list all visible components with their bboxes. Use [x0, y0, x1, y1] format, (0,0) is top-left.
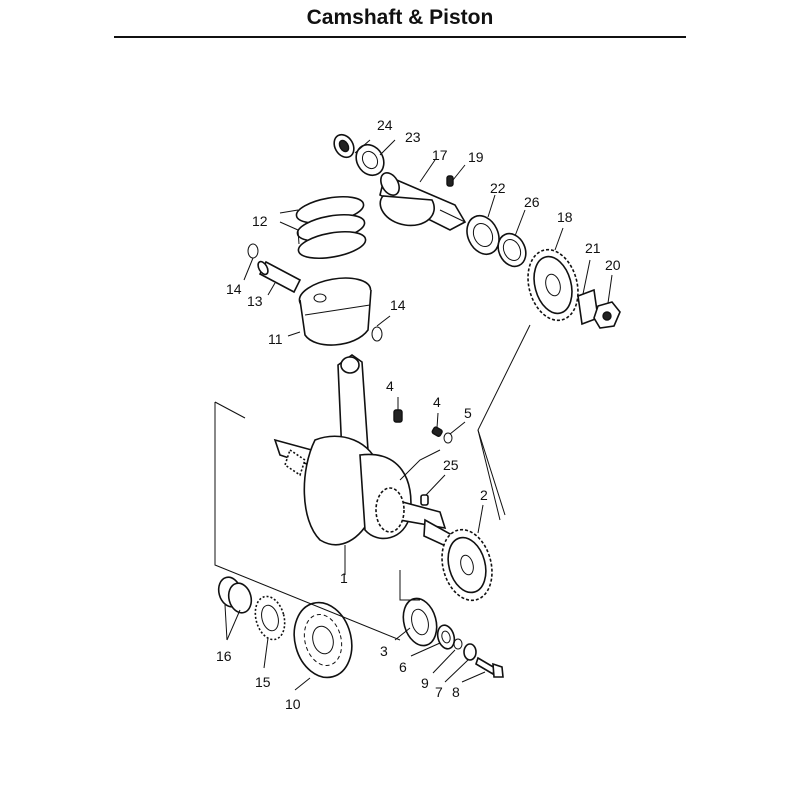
callout-8: 8 — [452, 684, 460, 700]
callout-10: 10 — [285, 696, 301, 712]
leader-lines — [214, 139, 613, 691]
washer-7 — [463, 643, 477, 661]
key-25 — [420, 494, 429, 506]
timing-sprocket-2 — [441, 528, 493, 602]
callout-20: 20 — [605, 257, 621, 273]
washer-24 — [333, 133, 355, 159]
callout-2: 2 — [480, 487, 488, 503]
gear-15 — [254, 595, 286, 641]
callout-24: 24 — [377, 117, 393, 133]
callout-22: 22 — [490, 180, 506, 196]
callout-17: 17 — [432, 147, 448, 163]
piston-pin-13 — [257, 260, 302, 294]
callout-7: 7 — [435, 684, 443, 700]
bolt-8 — [475, 656, 504, 678]
title-underline — [114, 36, 686, 38]
bearing-10 — [293, 601, 353, 679]
circlips-16 — [217, 576, 253, 614]
callout-18: 18 — [557, 209, 573, 225]
piston-11 — [298, 277, 372, 346]
callout-12: 12 — [252, 213, 268, 229]
circlip-14-right — [371, 326, 383, 342]
piston-rings-12 — [295, 195, 367, 260]
callout-13: 13 — [247, 293, 263, 309]
oil-seal-3 — [402, 597, 438, 647]
washer-6 — [436, 624, 456, 650]
callout-14-left: 14 — [226, 281, 242, 297]
callout-4-upper: 4 — [386, 378, 394, 394]
callout-19: 19 — [468, 149, 484, 165]
nut-20 — [593, 301, 621, 329]
key-4-lower — [431, 426, 443, 437]
crankshaft-1 — [273, 435, 453, 550]
callout-21: 21 — [585, 240, 601, 256]
circlip-14-left — [247, 243, 259, 259]
callout-14-right: 14 — [390, 297, 406, 313]
pin-5 — [443, 432, 453, 444]
callout-1: 1 — [340, 570, 348, 586]
callout-labels: 24 23 17 19 22 26 18 21 20 12 14 13 11 1… — [216, 117, 621, 712]
washer-9 — [453, 638, 463, 650]
key-4-upper — [393, 409, 403, 423]
callout-3: 3 — [380, 643, 388, 659]
pin-19 — [446, 175, 454, 187]
connecting-rod — [337, 354, 369, 456]
ring-26 — [497, 232, 527, 268]
page-title: Camshaft & Piston — [306, 6, 494, 29]
callout-25: 25 — [443, 457, 459, 473]
callout-11: 11 — [268, 331, 283, 347]
callout-23: 23 — [405, 129, 421, 145]
bearing-22 — [466, 214, 500, 256]
cam-sprocket-18 — [527, 248, 579, 322]
callout-5: 5 — [464, 405, 472, 421]
callout-4-lower: 4 — [433, 394, 441, 410]
callout-26: 26 — [524, 194, 540, 210]
callout-6: 6 — [399, 659, 407, 675]
callout-15: 15 — [255, 674, 271, 690]
camshaft-17 — [379, 172, 467, 231]
callout-9: 9 — [421, 675, 429, 691]
callout-16: 16 — [216, 648, 232, 664]
